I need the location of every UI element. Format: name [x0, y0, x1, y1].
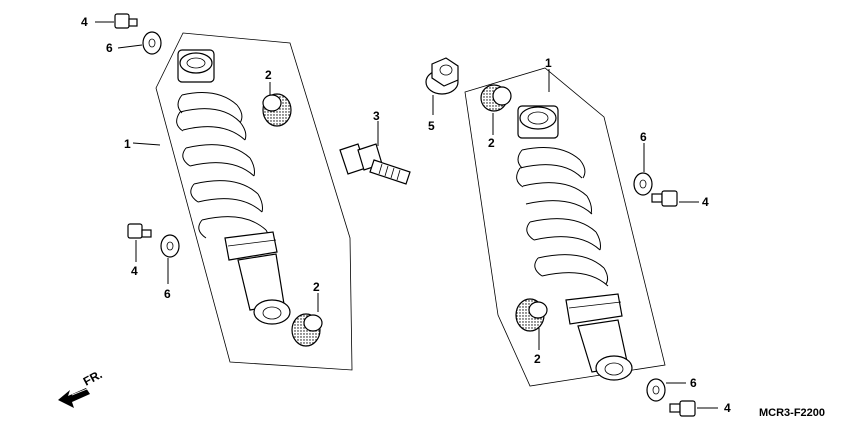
- right-shock-absorber[interactable]: [516, 105, 633, 381]
- right-bottom-washer[interactable]: [646, 378, 666, 402]
- callout-left-bolt-top: 4: [81, 15, 88, 29]
- right-upper-bushing[interactable]: [480, 84, 512, 112]
- callout-flange-nut: 5: [428, 119, 435, 133]
- callout-right-washer-mid: 6: [640, 130, 647, 144]
- left-top-bolt[interactable]: [114, 13, 138, 29]
- left-mid-bolt[interactable]: [127, 223, 152, 239]
- callout-left-bolt-mid: 4: [131, 264, 138, 278]
- right-bottom-bolt[interactable]: [669, 400, 696, 417]
- left-shock-absorber[interactable]: [176, 49, 291, 325]
- right-shock-outline: [464, 67, 666, 387]
- stud-bolt[interactable]: [339, 143, 411, 185]
- right-mid-bolt[interactable]: [651, 190, 678, 207]
- left-top-washer[interactable]: [142, 31, 162, 55]
- callout-right-bushing-upper: 2: [488, 136, 495, 150]
- callout-left-washer-top: 6: [106, 41, 113, 55]
- left-mid-washer[interactable]: [160, 234, 180, 258]
- direction-label: FR.: [81, 367, 105, 388]
- callout-left-washer-mid: 6: [164, 287, 171, 301]
- callout-right-bolt-bottom: 4: [724, 401, 731, 415]
- callout-left-bushing-upper: 2: [265, 68, 272, 82]
- front-direction-arrow-icon: [58, 388, 90, 408]
- flange-nut[interactable]: [425, 57, 459, 95]
- diagram-code: MCR3-F2200: [759, 407, 825, 419]
- callout-right-bushing-lower: 2: [534, 352, 541, 366]
- right-mid-washer[interactable]: [633, 172, 653, 196]
- left-shock-outline: [155, 32, 353, 371]
- callout-left-shock: 1: [124, 137, 131, 151]
- callout-right-washer-bottom: 6: [690, 376, 697, 390]
- left-lower-bushing[interactable]: [291, 313, 323, 347]
- callout-right-shock: 1: [545, 56, 552, 70]
- right-lower-bushing[interactable]: [515, 298, 548, 332]
- left-upper-bushing[interactable]: [262, 93, 292, 127]
- callout-stud-bolt: 3: [373, 109, 380, 123]
- callout-left-bushing-lower: 2: [313, 280, 320, 294]
- callout-right-bolt-mid: 4: [702, 195, 709, 209]
